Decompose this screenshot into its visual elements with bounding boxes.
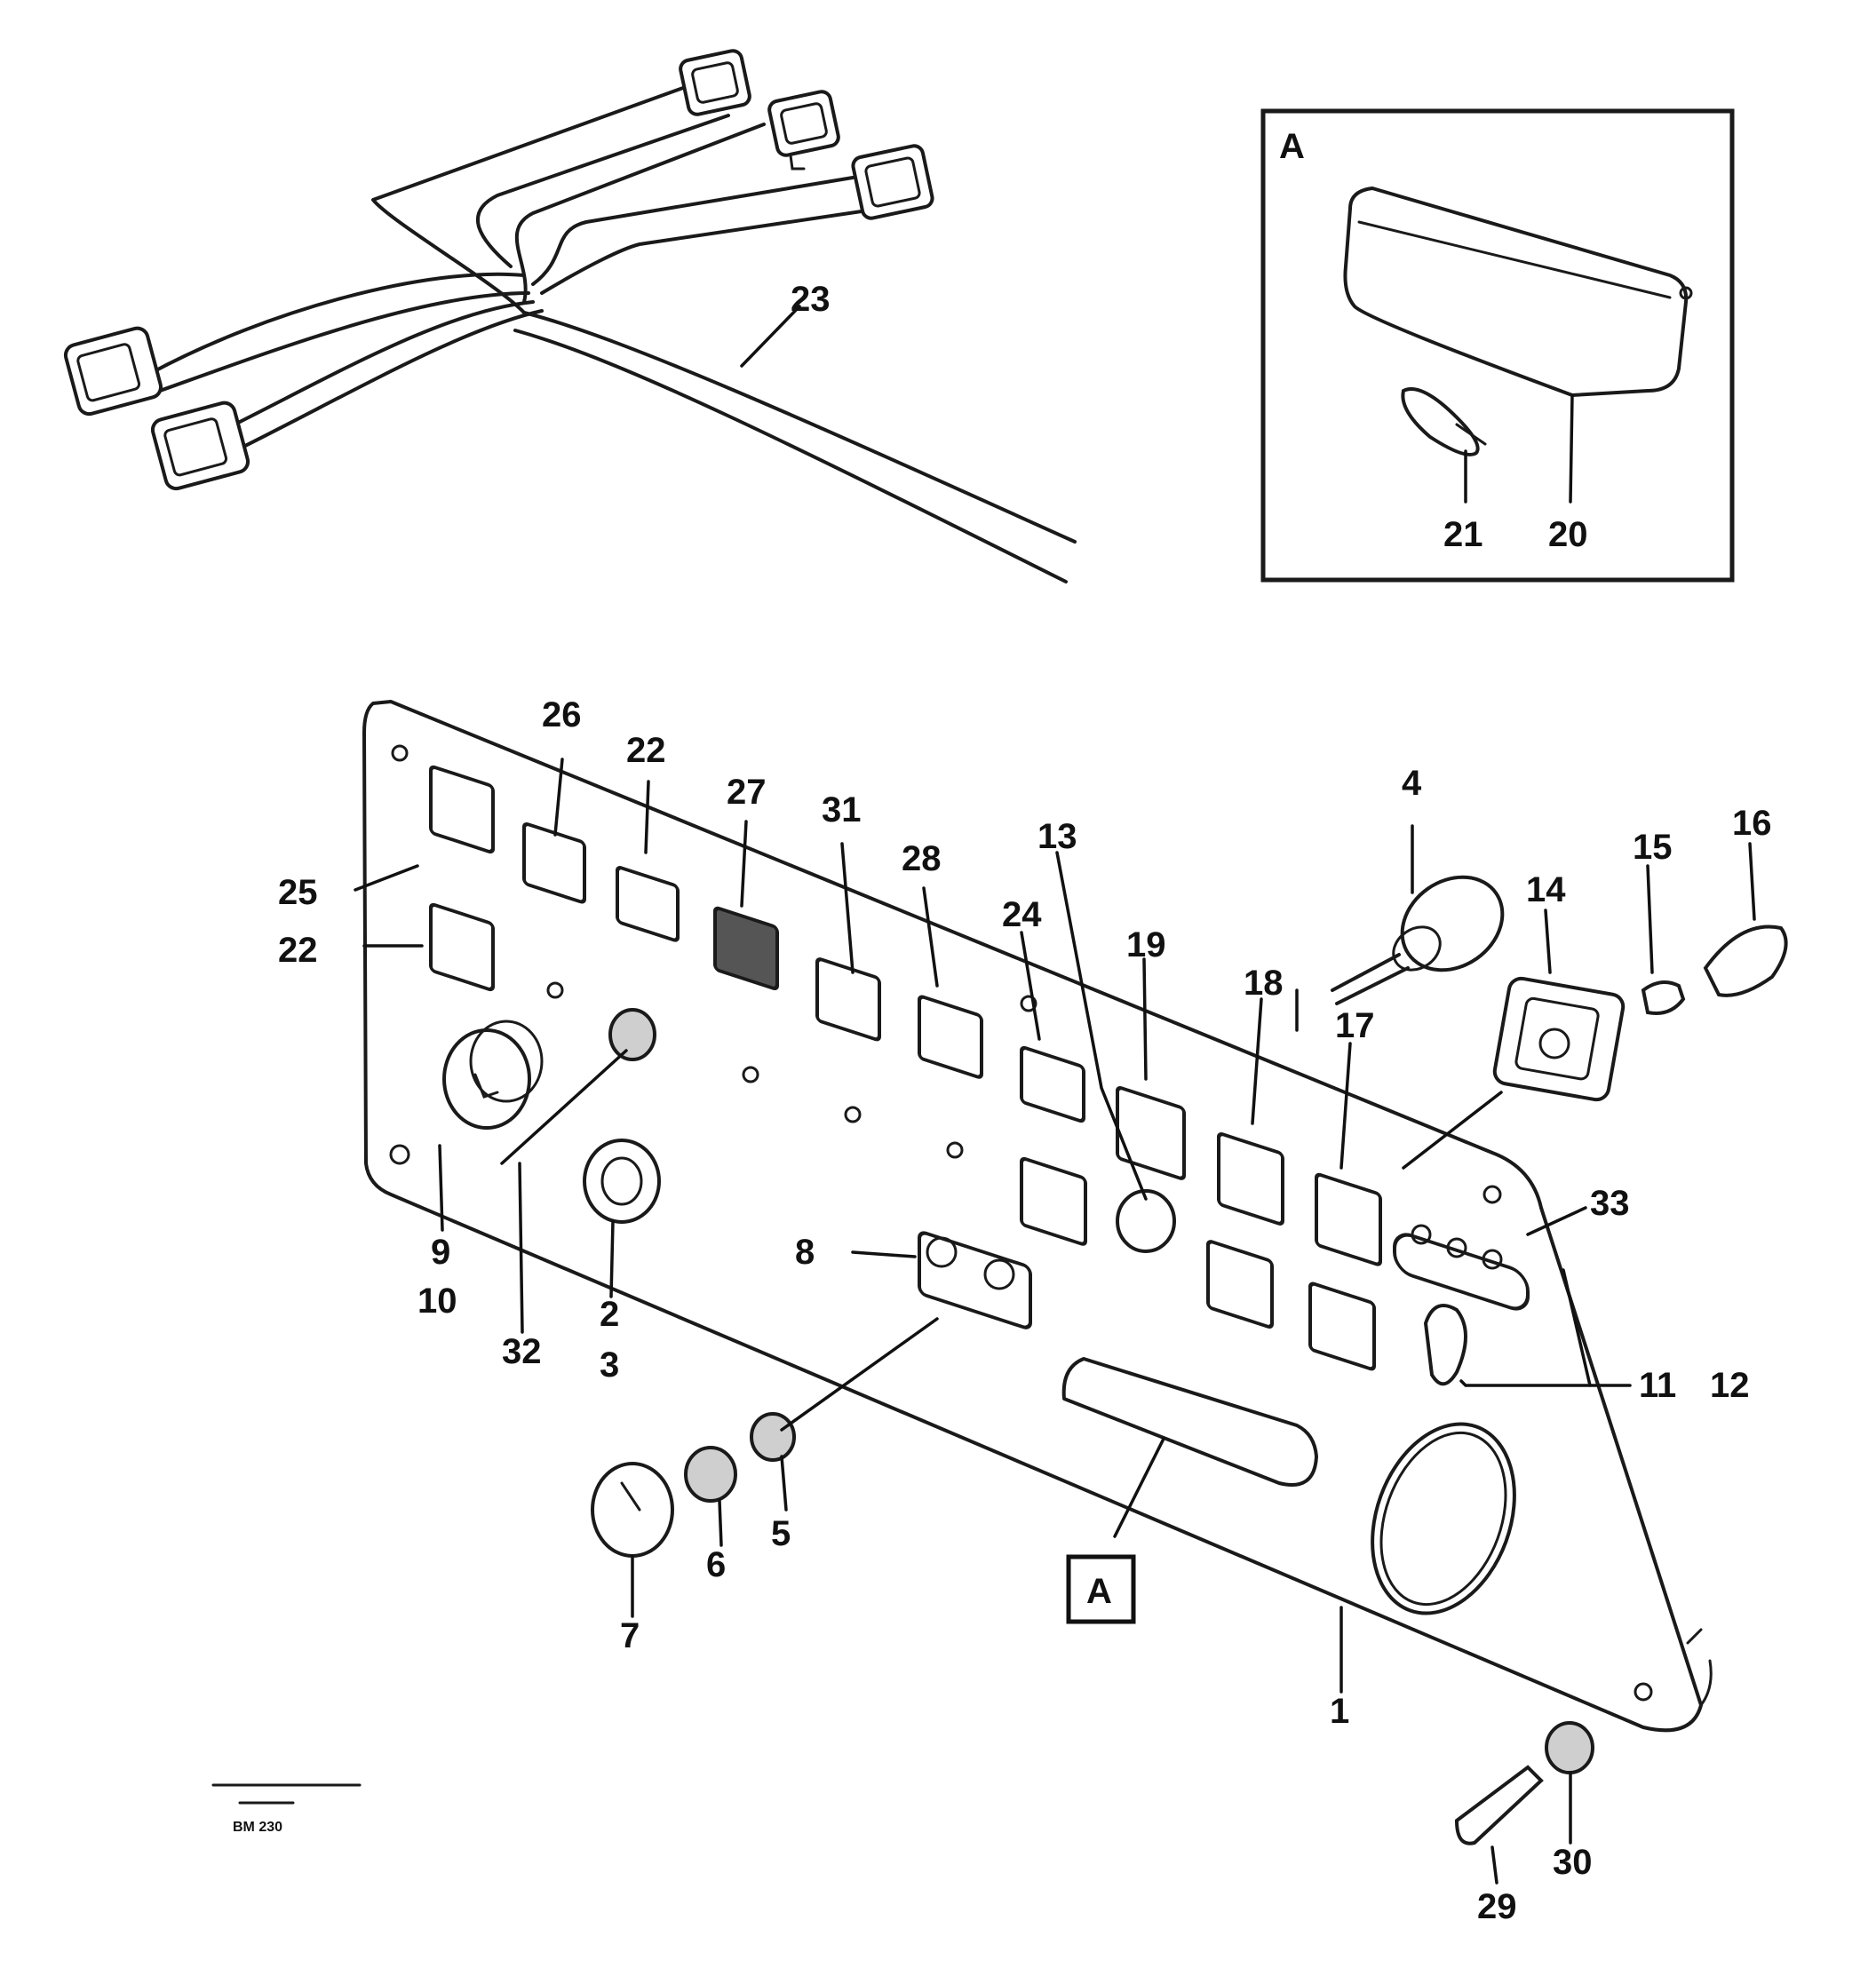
callout-19: 19 bbox=[1126, 925, 1166, 964]
connector-top-1 bbox=[679, 49, 751, 116]
callout-26: 26 bbox=[542, 695, 582, 734]
callout-6: 6 bbox=[706, 1545, 726, 1584]
callout-22-left: 22 bbox=[278, 931, 318, 970]
callout-10: 10 bbox=[417, 1282, 457, 1321]
part-20-cover bbox=[1343, 186, 1693, 398]
connector-left-1 bbox=[63, 326, 163, 417]
toggle-11-12 bbox=[1423, 1304, 1467, 1386]
callout-22-top: 22 bbox=[626, 731, 666, 770]
wiring-harness: 23 bbox=[63, 49, 1077, 583]
detail-reference-box bbox=[1066, 1554, 1136, 1624]
callout-3: 3 bbox=[600, 1345, 619, 1385]
panel-plate bbox=[362, 700, 1703, 1733]
knob-32 bbox=[608, 1008, 656, 1061]
screw-29-washer-30 bbox=[1454, 1721, 1594, 1845]
callout-28: 28 bbox=[902, 839, 942, 878]
switch-row-bottom bbox=[1020, 1156, 1376, 1371]
gauge-aperture bbox=[1371, 1422, 1516, 1615]
connector-left-2 bbox=[150, 401, 250, 491]
indicator-strip-33 bbox=[1393, 1224, 1530, 1311]
callout-9: 9 bbox=[431, 1233, 450, 1272]
rotary-switch-4 bbox=[1331, 875, 1505, 1005]
knob-2-3 bbox=[583, 1139, 661, 1224]
switch-14 bbox=[1492, 976, 1626, 1102]
detail-reference-label: A bbox=[1086, 1572, 1112, 1611]
callout-25: 25 bbox=[278, 873, 318, 912]
callout-7: 7 bbox=[620, 1616, 640, 1655]
callout-32-bottom: 32 bbox=[502, 1332, 542, 1371]
callout-15: 15 bbox=[1633, 828, 1673, 867]
callout-17: 17 bbox=[1335, 1006, 1375, 1045]
callout-8: 8 bbox=[795, 1233, 815, 1272]
switch-block-8 bbox=[918, 1231, 1032, 1329]
bulb-15-holder-16 bbox=[1641, 925, 1788, 1015]
detail-view-a: A 21 20 bbox=[1260, 108, 1735, 583]
callout-27: 27 bbox=[727, 773, 767, 812]
lamp-9-10 bbox=[442, 1020, 544, 1130]
callout-31: 31 bbox=[822, 790, 862, 829]
callout-21: 21 bbox=[1443, 515, 1483, 554]
instrument-panel: A 25 22 26 22 27 31 28 24 13 19 18 17 4 … bbox=[278, 695, 1788, 1926]
callout-11: 11 bbox=[1639, 1366, 1676, 1405]
lamp-13 bbox=[1116, 1189, 1176, 1253]
callout-18: 18 bbox=[1244, 964, 1284, 1003]
callout-1: 1 bbox=[1330, 1692, 1349, 1731]
reference-stamp: BM 230 bbox=[211, 1783, 362, 1835]
callout-5: 5 bbox=[771, 1514, 791, 1553]
callout-30: 30 bbox=[1553, 1843, 1593, 1882]
callout-33: 33 bbox=[1590, 1184, 1630, 1223]
callout-23: 23 bbox=[791, 280, 831, 319]
part-21-lens bbox=[1401, 387, 1487, 456]
callout-29: 29 bbox=[1477, 1887, 1517, 1926]
callout-2: 2 bbox=[600, 1295, 619, 1334]
switch-row-top bbox=[429, 765, 1382, 1266]
callout-24: 24 bbox=[1002, 895, 1042, 934]
callout-16: 16 bbox=[1732, 804, 1772, 843]
callout-14: 14 bbox=[1526, 870, 1566, 909]
callout-4: 4 bbox=[1402, 764, 1422, 803]
callout-20: 20 bbox=[1548, 515, 1588, 554]
connector-top-3 bbox=[851, 144, 934, 220]
connector-top-2 bbox=[767, 90, 840, 171]
knob-parts-5-6-7 bbox=[591, 1412, 796, 1558]
reference-code: BM 230 bbox=[233, 1820, 282, 1835]
callout-12: 12 bbox=[1710, 1366, 1750, 1405]
callout-13: 13 bbox=[1037, 817, 1077, 856]
label-plate bbox=[1061, 1357, 1318, 1487]
detail-label: A bbox=[1279, 127, 1305, 166]
